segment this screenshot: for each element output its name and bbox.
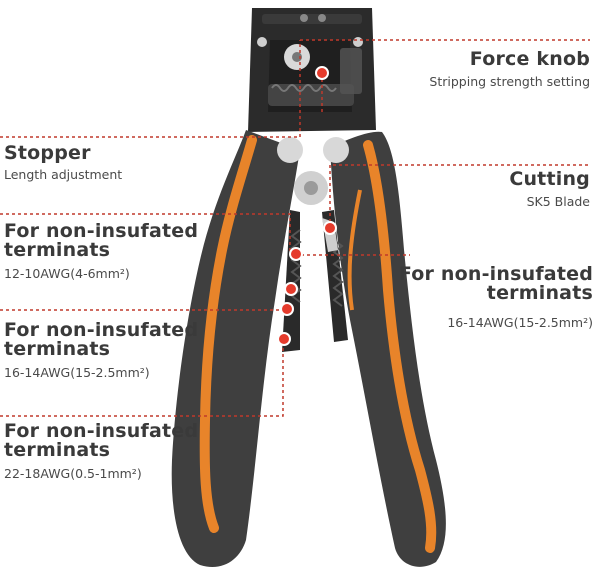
- terminal-2-subtitle: 16-14AWG(15-2.5mm²): [4, 365, 150, 380]
- label-terminal-2: For non-insufated terminats 16-14AWG(15-…: [4, 319, 199, 381]
- cutting-subtitle: SK5 Blade: [526, 194, 590, 209]
- terminal-3-subtitle: 22-18AWG(0.5-1mm²): [4, 466, 142, 481]
- cutting-title: Cutting: [509, 168, 590, 190]
- marker-cutting: [323, 221, 337, 235]
- terminal-right-subtitle: 16-14AWG(15-2.5mm²): [447, 315, 593, 330]
- force-knob-title: Force knob: [469, 48, 590, 70]
- leader-terminal-1: [0, 213, 291, 255]
- terminal-2-title-line1: For non-insufated: [4, 319, 199, 341]
- leader-lines: [0, 39, 590, 417]
- terminal-right-title-line1: For non-insufated: [398, 263, 593, 285]
- terminal-3-title-line1: For non-insufated: [4, 420, 199, 442]
- leader-cutting: [329, 164, 590, 228]
- label-force-knob: Force knob Stripping strength setting: [429, 48, 590, 90]
- force-knob-subtitle: Stripping strength setting: [429, 74, 590, 89]
- leader-stopper: [0, 40, 301, 138]
- stopper-subtitle: Length adjustment: [4, 167, 123, 182]
- terminal-1-title-line2: terminats: [4, 239, 111, 261]
- label-terminal-3: For non-insufated terminats 22-18AWG(0.5…: [4, 420, 199, 482]
- left-handle: [171, 130, 300, 568]
- terminal-1-subtitle: 12-10AWG(4-6mm²): [4, 266, 130, 281]
- pivot-and-jaws: [277, 137, 349, 352]
- terminal-2-title-line2: terminats: [4, 338, 111, 360]
- marker-terminal-b: [284, 282, 298, 296]
- marker-force-knob: [315, 66, 329, 80]
- stripper-head: [248, 8, 376, 132]
- terminal-1-title-line1: For non-insufated: [4, 220, 199, 242]
- label-terminal-right: For non-insufated terminats 16-14AWG(15-…: [398, 263, 593, 331]
- marker-terminal-a: [289, 247, 303, 261]
- stopper-title: Stopper: [4, 142, 91, 164]
- label-terminal-1: For non-insufated terminats 12-10AWG(4-6…: [4, 220, 199, 282]
- markers: [277, 66, 337, 346]
- label-cutting: Cutting SK5 Blade: [509, 168, 590, 210]
- terminal-3-title-line2: terminats: [4, 439, 111, 461]
- marker-terminal-c: [280, 302, 294, 316]
- right-handle: [330, 131, 446, 567]
- label-stopper: Stopper Length adjustment: [4, 142, 123, 183]
- marker-terminal-d: [277, 332, 291, 346]
- terminal-right-title-line2: terminats: [486, 282, 593, 304]
- leader-terminal-3: [0, 340, 284, 417]
